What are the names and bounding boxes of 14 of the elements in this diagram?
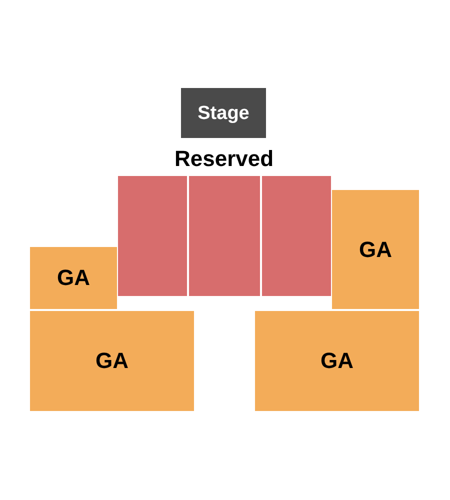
seating-section — [332, 190, 419, 309]
section-label: GA — [320, 350, 354, 372]
section-label: GA — [57, 267, 90, 289]
seating-section — [118, 176, 187, 296]
seating-section — [255, 311, 419, 411]
stage-label: Stage — [198, 104, 250, 122]
stage-area — [181, 88, 266, 138]
section-heading: Reserved — [174, 148, 274, 170]
seating-section — [189, 176, 260, 296]
seating-section — [30, 311, 194, 411]
section-label: GA — [359, 238, 392, 260]
seating-section — [262, 176, 331, 296]
seating-section — [30, 247, 117, 309]
section-label: GA — [96, 350, 128, 372]
